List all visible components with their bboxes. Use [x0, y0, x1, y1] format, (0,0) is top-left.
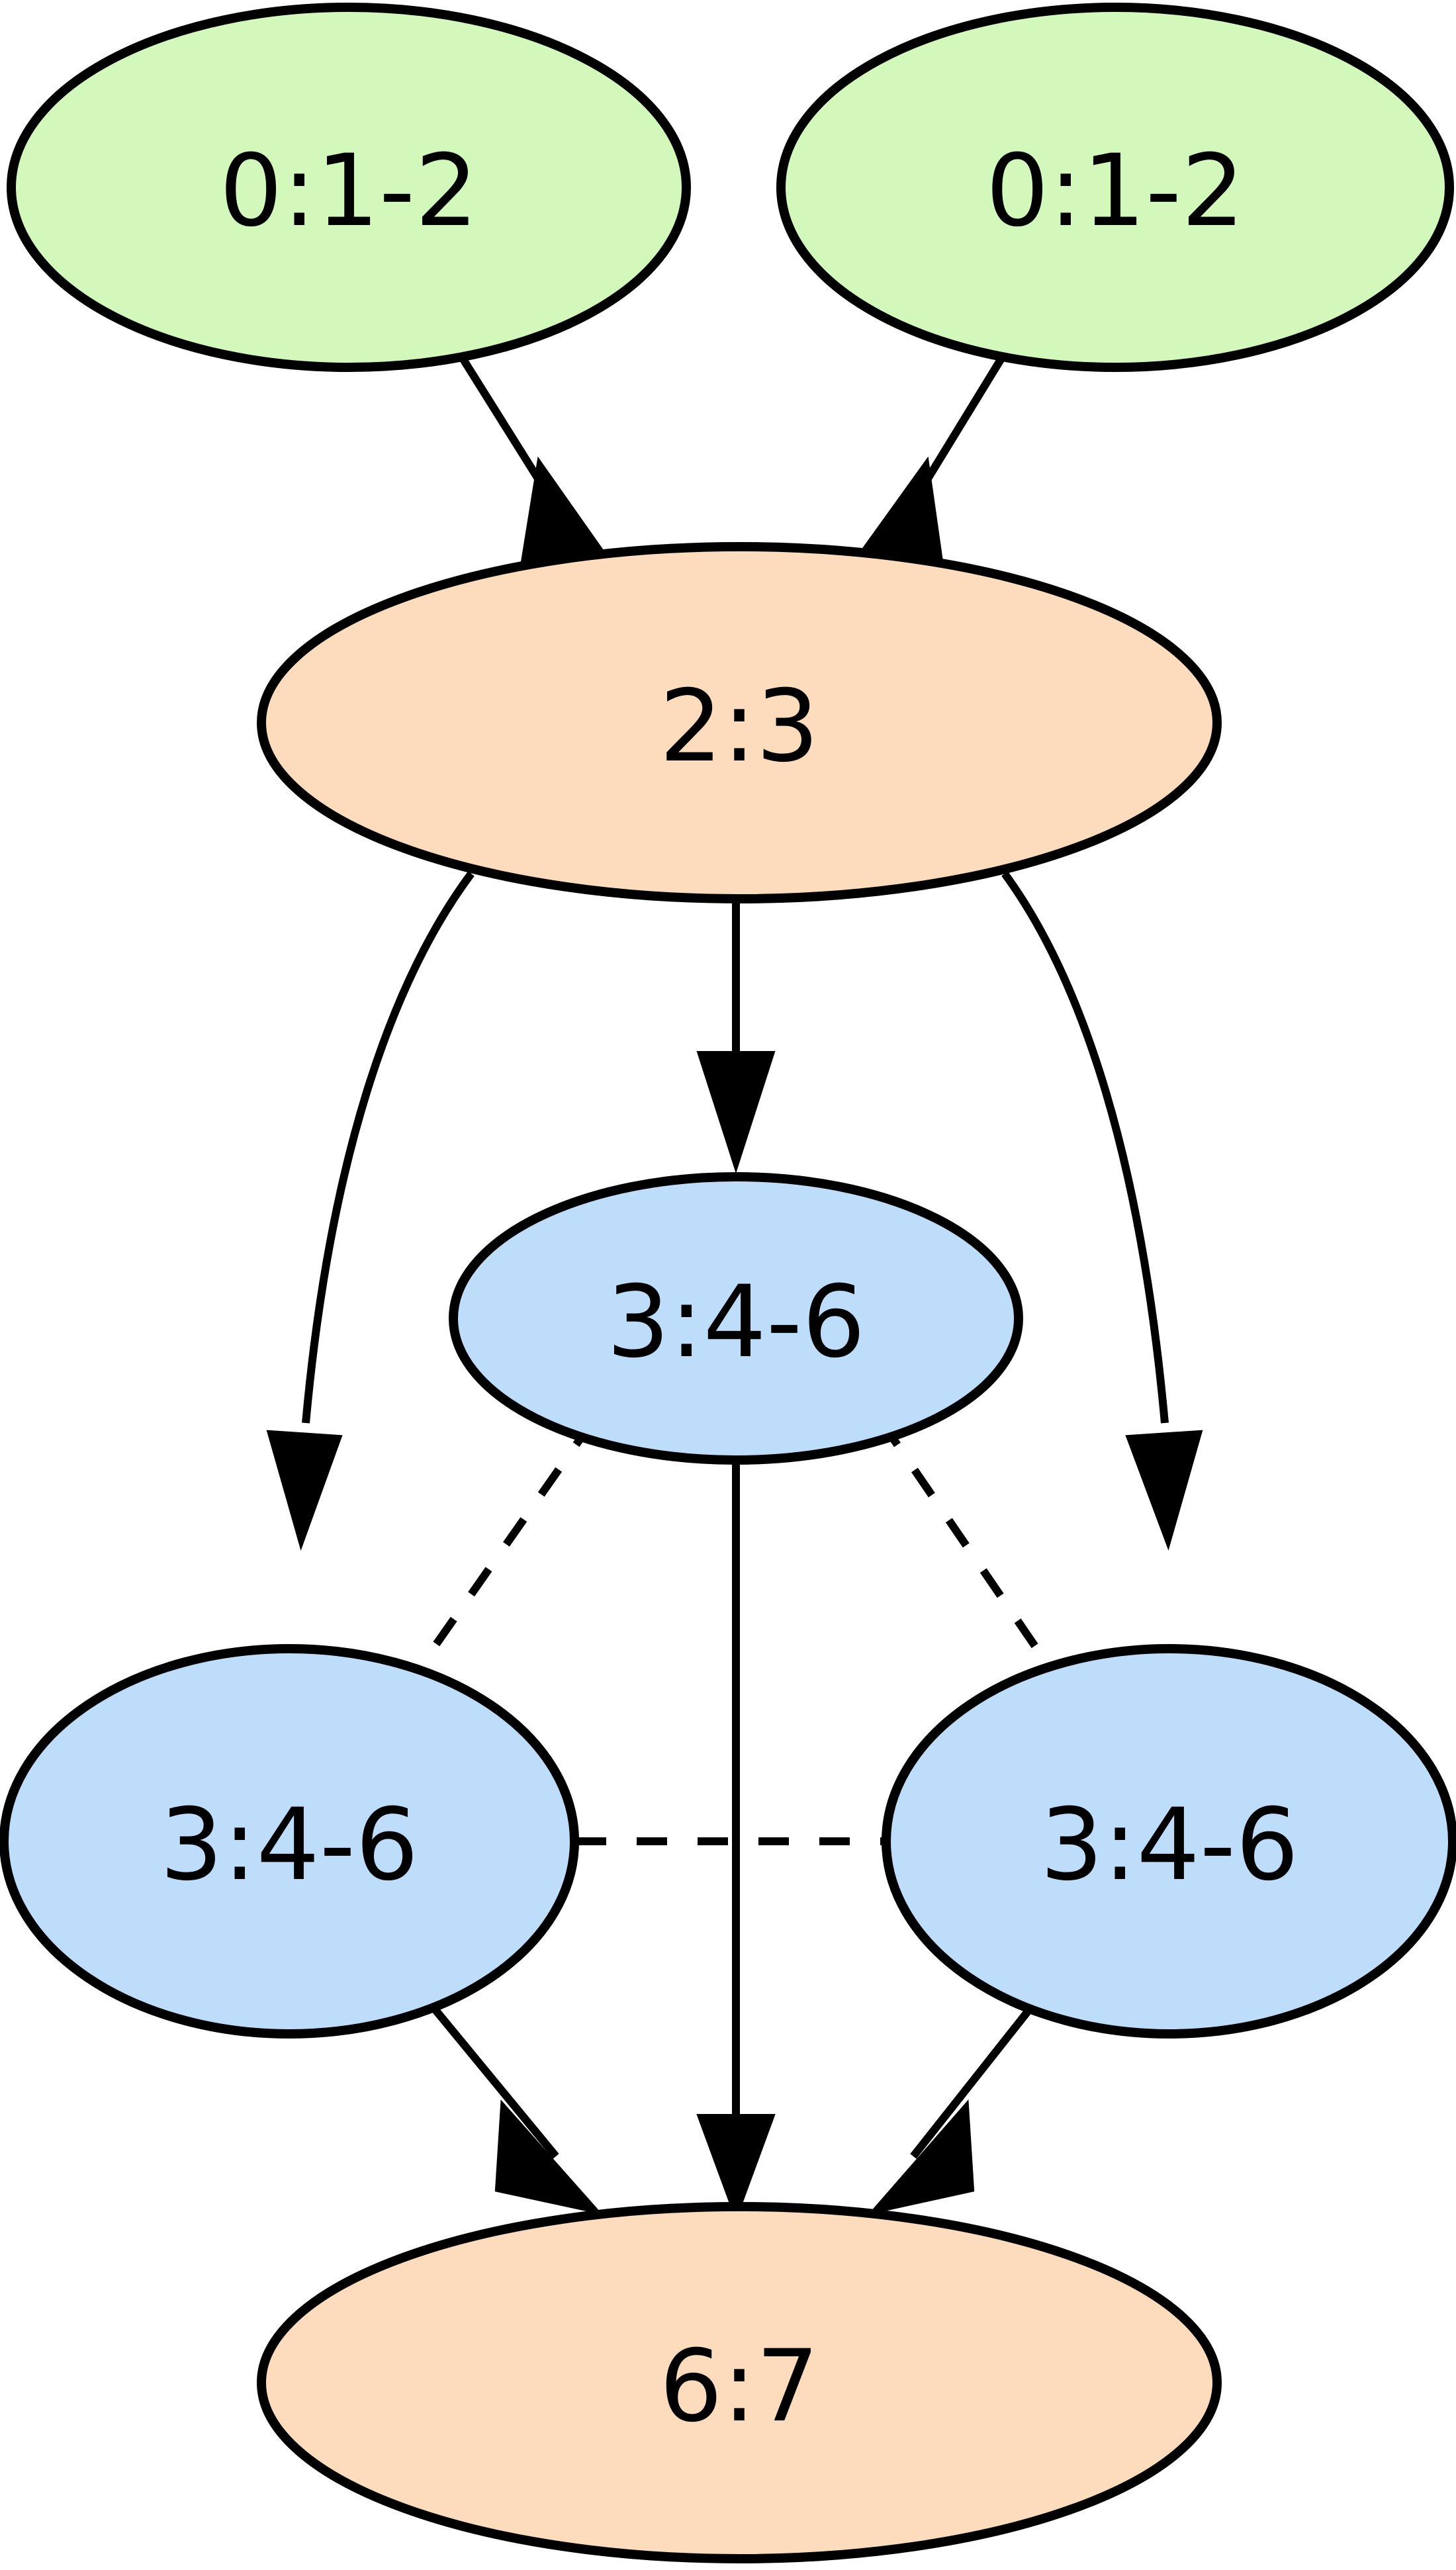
node-n0[interactable]: 0:1-2	[7, 3, 691, 372]
edge-n0-n2[interactable]	[453, 346, 604, 570]
edge-line-dashed	[877, 1417, 1062, 1684]
arrow-head-icon	[868, 2099, 975, 2215]
node-shape-ellipse	[0, 1644, 579, 2039]
edge-line-dashed	[407, 1417, 597, 1684]
edge-line	[420, 1993, 559, 2159]
edge-n3-n6[interactable]	[696, 1460, 776, 2222]
arrow-head-icon	[266, 1430, 343, 1551]
edge-n5-n6[interactable]	[868, 1993, 1044, 2215]
edge-n3-n5[interactable]	[877, 1417, 1062, 1684]
node-shape-ellipse	[7, 3, 691, 372]
arrow-head-icon	[696, 2114, 776, 2222]
node-n6[interactable]: 6:7	[257, 2202, 1222, 2563]
edge-n3-n4[interactable]	[407, 1417, 597, 1684]
edge-n2-n3[interactable]	[696, 900, 776, 1174]
node-shape-ellipse	[776, 3, 1454, 372]
edge-line	[1001, 871, 1169, 1424]
node-n1[interactable]: 0:1-2	[776, 3, 1454, 372]
node-n2[interactable]: 2:3	[257, 542, 1222, 903]
arrow-head-icon	[494, 2099, 604, 2215]
node-shape-ellipse	[449, 1172, 1023, 1465]
node-shape-ellipse	[882, 1644, 1456, 2039]
edge-n4-n6[interactable]	[420, 1993, 604, 2215]
node-n3[interactable]: 3:4-6	[449, 1172, 1023, 1465]
node-shape-ellipse	[257, 2202, 1222, 2563]
edge-line	[302, 871, 475, 1424]
arrow-head-icon	[696, 1051, 776, 1174]
arrow-head-icon	[520, 456, 604, 570]
node-n5[interactable]: 3:4-6	[882, 1644, 1456, 2039]
arrow-head-icon	[1125, 1430, 1203, 1551]
edge-line	[910, 1993, 1044, 2159]
edge-layer	[266, 346, 1203, 2222]
edge-n2-n5[interactable]	[1001, 871, 1203, 1551]
node-shape-ellipse	[257, 542, 1222, 903]
edge-n1-n2[interactable]	[861, 346, 1011, 570]
node-n4[interactable]: 3:4-6	[0, 1644, 579, 2039]
edge-n2-n4[interactable]	[266, 871, 475, 1551]
